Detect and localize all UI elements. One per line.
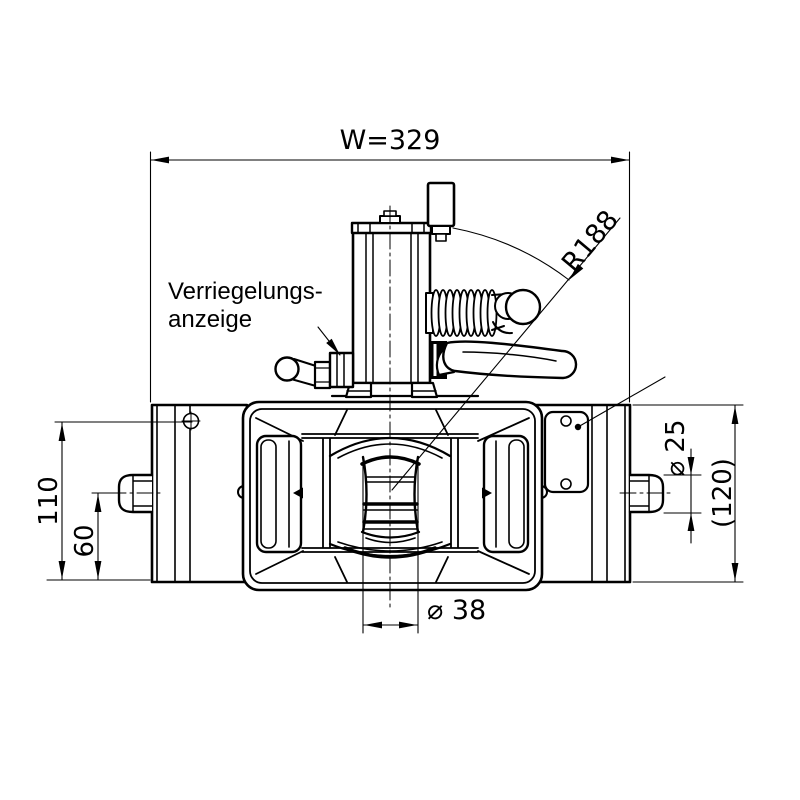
dimension-overall-width [149,151,631,403]
arrowhead [731,563,739,581]
throat-diameter-label: ⌀ 38 [427,595,486,626]
callout-leader [317,326,341,356]
pin-diameter-label: ⌀ 25 [661,419,691,476]
arrowhead [687,457,695,475]
right-mounting-pin [628,473,665,514]
callout-text-line1: Verriegelungs- [168,278,323,305]
arrowhead [151,156,169,164]
column-foot-right [410,381,439,399]
radius-label: R188 [556,205,625,279]
mounting-plate-left [150,403,249,584]
overall-width-label: W=329 [340,125,441,156]
bolt-subplate [543,410,590,494]
lock-indicator-assembly [274,351,355,390]
guide-mark-left [293,487,303,499]
arrowhead [611,156,629,164]
arrowhead [94,561,102,579]
arrowhead [364,621,382,629]
arrowhead [687,513,695,531]
callout-text-line2: anzeige [168,306,252,333]
dimension-height-110 [46,421,193,581]
arrowhead [731,406,739,424]
arrowhead [569,263,584,280]
arrowhead [94,494,102,512]
dimension-throat-diameter [362,459,419,634]
height-110-label: 110 [34,476,64,526]
drawbar-column [344,210,439,399]
arrowhead [58,561,66,579]
top-bracket [426,181,456,242]
dimension-height-60 [91,492,119,581]
coupling-body [237,400,548,592]
arrowhead [58,423,66,441]
arrowhead [399,621,417,629]
dimension-radius [391,217,621,491]
dimension-plate-height [632,404,744,583]
arrowhead [326,338,340,355]
guide-mark-right [482,487,492,499]
reference-leader [577,376,666,428]
dimension-pin-diameter [663,448,702,544]
left-mounting-pin [117,473,154,514]
plate-height-label: (120) [708,458,738,528]
indicator-hole [181,411,201,431]
bolt-hole-bottom [560,478,572,490]
ball-knob [491,288,542,335]
release-handle [435,340,578,380]
bolt-hole-top [560,415,572,427]
centerlines [109,205,673,609]
column-top-plate [350,221,433,235]
lock-spring [425,289,498,337]
height-60-label: 60 [70,524,100,557]
